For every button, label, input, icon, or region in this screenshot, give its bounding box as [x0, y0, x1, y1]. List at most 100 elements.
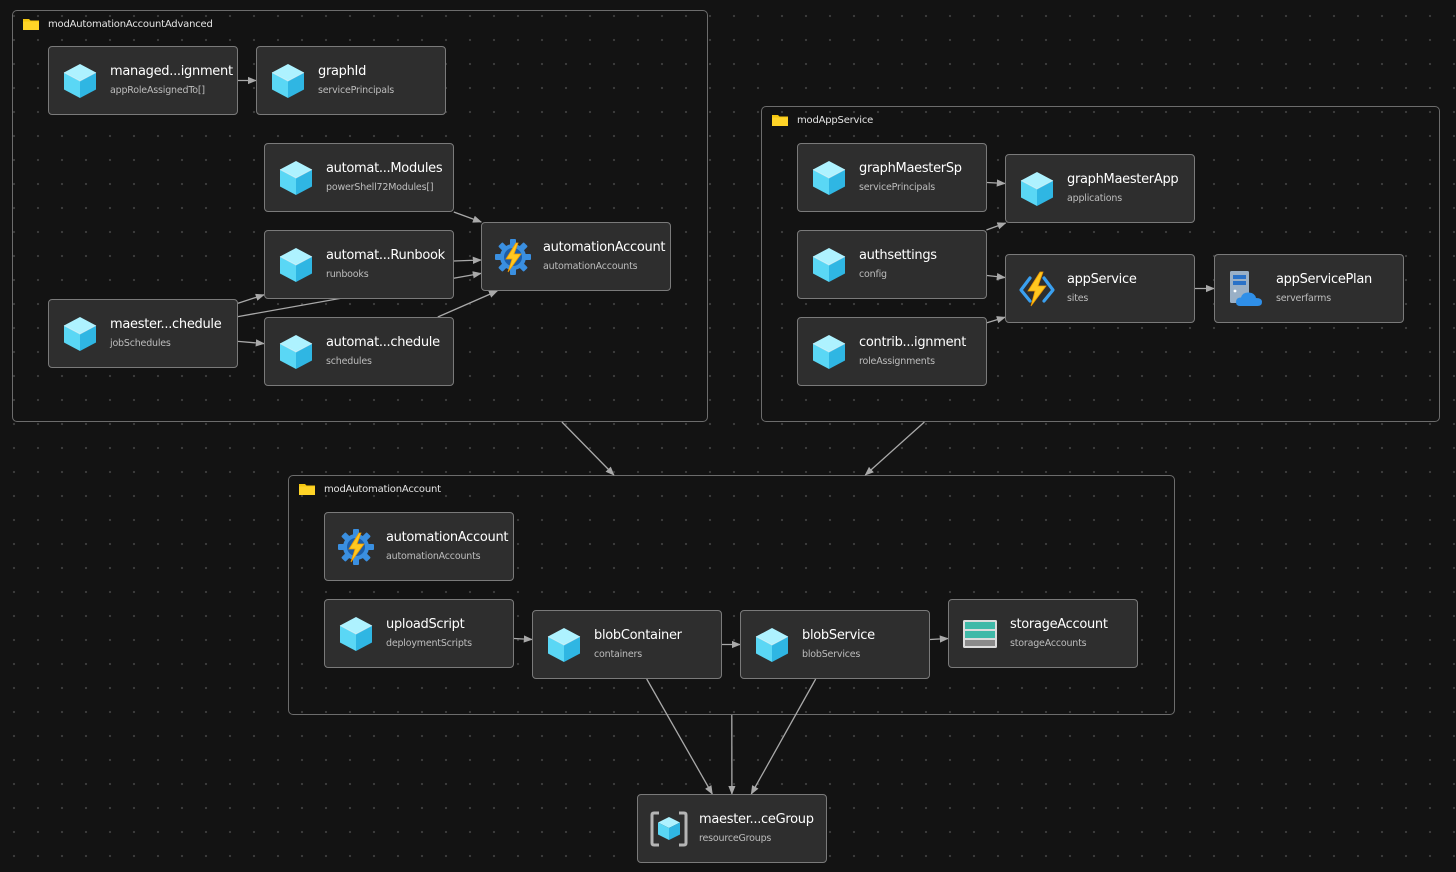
group-label: modAppService	[797, 114, 874, 126]
node-type: appRoleAssignedTo[]	[110, 85, 205, 96]
node-title: maester...chedule	[110, 317, 222, 332]
node-type: containers	[594, 649, 642, 660]
node-type: sites	[1067, 293, 1089, 304]
automation-icon	[493, 237, 533, 277]
app-service-icon	[1017, 269, 1057, 309]
cube-icon	[544, 625, 584, 665]
node-type: serverfarms	[1276, 293, 1331, 304]
edge-n6-n4	[237, 293, 265, 304]
node-type: jobSchedules	[110, 338, 171, 349]
group-label: modAutomationAccountAdvanced	[48, 18, 213, 30]
cube-icon	[336, 614, 376, 654]
node-automation-modules[interactable]: automat...Modules powerShell72Modules[]	[264, 143, 454, 212]
automation-icon	[336, 527, 376, 567]
edge-n17-n19	[750, 678, 817, 795]
resource-group-icon	[649, 809, 689, 849]
node-type: roleAssignments	[859, 356, 935, 367]
node-type: blobServices	[802, 649, 861, 660]
node-title: automationAccount	[386, 530, 509, 545]
edge-n10-n9	[986, 222, 1007, 231]
node-title: appServicePlan	[1276, 272, 1372, 287]
group-mod-app-service: modAppService	[761, 106, 1440, 422]
node-type: applications	[1067, 193, 1122, 204]
node-upload-script[interactable]: uploadScript deploymentScripts	[324, 599, 514, 668]
node-title: appService	[1067, 272, 1137, 287]
node-automation-schedule[interactable]: automat...chedule schedules	[264, 317, 454, 386]
folder-icon	[299, 484, 315, 495]
group-mod-automation-account: modAutomationAccount	[288, 475, 1175, 715]
app-service-plan-icon	[1226, 269, 1266, 309]
node-title: graphMaesterApp	[1067, 172, 1179, 187]
node-title: uploadScript	[386, 617, 465, 632]
edge-n4-n5	[453, 256, 482, 264]
folder-icon	[772, 115, 788, 126]
node-type: servicePrincipals	[859, 182, 936, 193]
cube-icon	[809, 332, 849, 372]
folder-icon	[23, 19, 39, 30]
node-title: storageAccount	[1010, 617, 1108, 632]
node-title: automat...Modules	[326, 161, 443, 176]
node-title: automat...Runbook	[326, 248, 445, 263]
node-maester-resource-group[interactable]: maester...ceGroup resourceGroups	[637, 794, 827, 863]
node-maester-job-schedule[interactable]: maester...chedule jobSchedules	[48, 299, 238, 368]
node-blob-service[interactable]: blobService blobServices	[740, 610, 930, 679]
cube-icon	[60, 61, 100, 101]
cube-icon	[809, 158, 849, 198]
group-mod-automation-account-advanced: modAutomationAccountAdvanced	[12, 10, 708, 422]
node-authsettings[interactable]: authsettings config	[797, 230, 987, 299]
node-graph-maester-sp[interactable]: graphMaesterSp servicePrincipals	[797, 143, 987, 212]
node-app-service-plan[interactable]: appServicePlan serverfarms	[1214, 254, 1404, 323]
cube-icon	[276, 332, 316, 372]
node-title: maester...ceGroup	[699, 812, 814, 827]
node-type: deploymentScripts	[386, 638, 472, 649]
node-blob-container[interactable]: blobContainer containers	[532, 610, 722, 679]
node-title: automationAccount	[543, 240, 666, 255]
node-type: resourceGroups	[699, 833, 772, 844]
node-title: blobContainer	[594, 628, 682, 643]
edge-n15-n16	[513, 635, 533, 643]
edge-n16-n19	[646, 678, 713, 795]
cube-icon	[809, 245, 849, 285]
node-contributor-role-assignment[interactable]: contrib...ignment roleAssignments	[797, 317, 987, 386]
node-app-service[interactable]: appService sites	[1005, 254, 1195, 323]
node-title: automat...chedule	[326, 335, 440, 350]
edge-n6-n7	[237, 339, 265, 347]
node-type: storageAccounts	[1010, 638, 1087, 649]
edge-n8-n9	[986, 179, 1006, 187]
node-type: automationAccounts	[543, 261, 638, 272]
edge-n17-n18	[929, 635, 949, 643]
node-type: config	[859, 269, 887, 280]
node-automation-runbook[interactable]: automat...Runbook runbooks	[264, 230, 454, 299]
edge-g2-g3	[864, 421, 925, 476]
node-title: blobService	[802, 628, 875, 643]
node-title: authsettings	[859, 248, 937, 263]
edge-n7-n5	[437, 290, 499, 318]
edge-g1-g3	[561, 421, 615, 476]
cube-icon	[276, 158, 316, 198]
node-graph-id[interactable]: graphId servicePrincipals	[256, 46, 446, 115]
node-type: servicePrincipals	[318, 85, 395, 96]
node-type: schedules	[326, 356, 372, 367]
node-type: runbooks	[326, 269, 369, 280]
node-automation-account-advanced[interactable]: automationAccount automationAccounts	[481, 222, 671, 291]
node-title: contrib...ignment	[859, 335, 967, 350]
edge-n13-n11	[986, 316, 1006, 324]
edge-n3-n5	[453, 211, 483, 223]
node-title: managed...ignment	[110, 64, 233, 79]
cube-icon	[268, 61, 308, 101]
node-title: graphId	[318, 64, 367, 79]
node-type: automationAccounts	[386, 551, 481, 562]
node-storage-account[interactable]: storageAccount storageAccounts	[948, 599, 1138, 668]
edge-n10-n11	[986, 272, 1006, 281]
node-type: powerShell72Modules[]	[326, 182, 434, 193]
cube-icon	[60, 314, 100, 354]
node-automation-account[interactable]: automationAccount automationAccounts	[324, 512, 514, 581]
node-title: graphMaesterSp	[859, 161, 962, 176]
storage-account-icon	[960, 614, 1000, 654]
node-graph-maester-app[interactable]: graphMaesterApp applications	[1005, 154, 1195, 223]
cube-icon	[1017, 169, 1057, 209]
node-managed-identity-assignment[interactable]: managed...ignment appRoleAssignedTo[]	[48, 46, 238, 115]
cube-icon	[276, 245, 316, 285]
group-label: modAutomationAccount	[324, 483, 441, 495]
